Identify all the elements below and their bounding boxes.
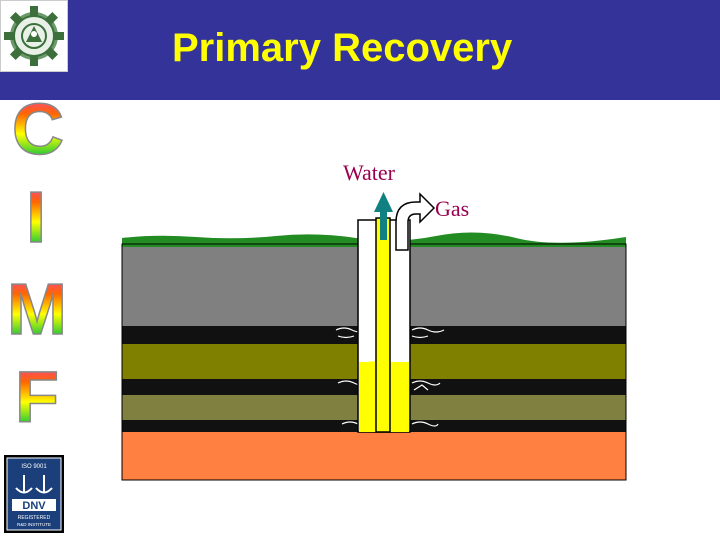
- institute-logo: [0, 0, 68, 72]
- dnv-text: DNV: [22, 500, 46, 512]
- curved-arrow-icon: [395, 192, 436, 251]
- production-tubing: [375, 217, 391, 433]
- grass-layer: [122, 232, 626, 247]
- anchor-icon: [15, 475, 53, 494]
- registered-text: REGISTERED: [18, 515, 51, 521]
- gas-label: Gas: [435, 196, 469, 221]
- side-letters: C I M F: [6, 92, 67, 432]
- basement-layer: [122, 432, 626, 480]
- water-label: Water: [343, 160, 396, 185]
- institute-text: R&D INSTITUTE: [17, 522, 51, 527]
- slide-title: Primary Recovery: [172, 26, 513, 70]
- gear-icon: [4, 6, 64, 66]
- letter-i: I: [26, 178, 46, 258]
- letter-f: F: [15, 358, 59, 432]
- iso-text: ISO 9001: [21, 464, 47, 470]
- title-bar: [0, 0, 720, 100]
- certification-logo: ISO 9001 DNV REGISTERED R&D INSTITUTE: [4, 455, 64, 533]
- perforations: [335, 327, 445, 427]
- letter-c: C: [12, 92, 64, 170]
- reservoir-diagram: Water Gas: [121, 160, 627, 481]
- up-arrow-icon: [374, 192, 393, 240]
- letter-m: M: [7, 270, 67, 350]
